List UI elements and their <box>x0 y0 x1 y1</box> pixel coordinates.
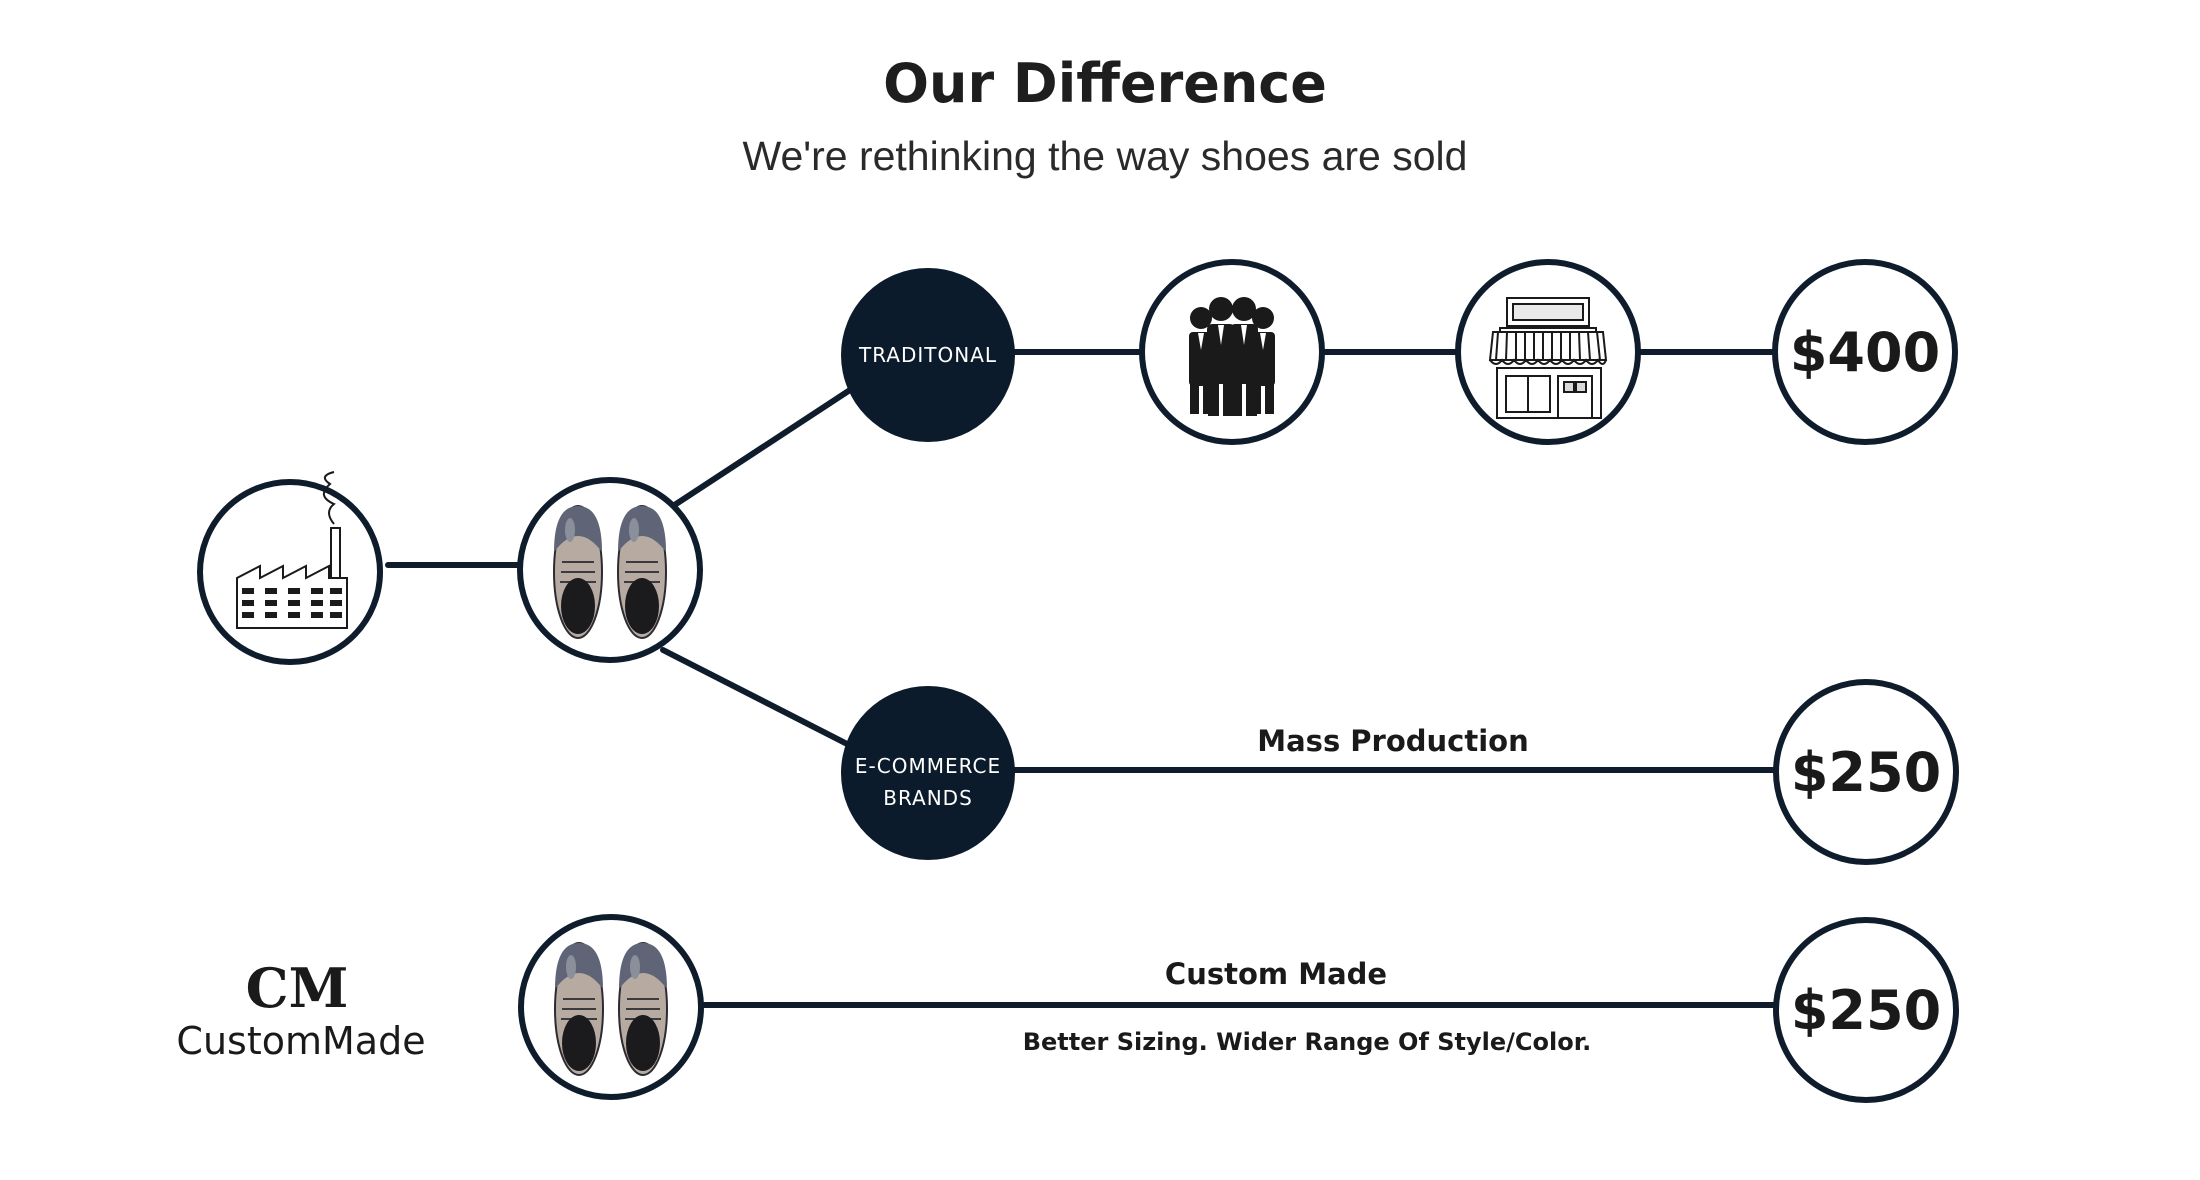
custom-price-node: $250 <box>1773 917 1959 1103</box>
custommade-logo: CM CustomMade <box>176 956 425 1063</box>
mass-production-label: Mass Production <box>1257 724 1529 758</box>
traditional-node: TRADITONAL <box>841 268 1015 442</box>
ecommerce-node: E-COMMERCE BRANDS <box>841 686 1015 860</box>
traditional-price-node: $400 <box>1772 259 1958 445</box>
ecommerce-label-line1: E-COMMERCE <box>855 754 1001 778</box>
line-shoes-to-ecommerce <box>660 647 856 750</box>
store-node <box>1455 259 1641 445</box>
ecommerce-label-line2: BRANDS <box>883 786 973 810</box>
shoes-node-custom <box>518 914 704 1100</box>
page-title: Our Difference <box>883 52 1327 115</box>
custom-made-label: Custom Made <box>1165 957 1387 991</box>
salespeople-icon <box>1189 297 1275 416</box>
brand-name: CustomMade <box>176 1019 425 1063</box>
brand-mark: CM <box>246 956 349 1020</box>
factory-icon <box>236 471 348 629</box>
factory-node <box>197 471 383 665</box>
ecommerce-price: $250 <box>1791 741 1941 804</box>
traditional-price: $400 <box>1790 321 1940 384</box>
custom-price: $250 <box>1791 979 1941 1042</box>
connector-lines <box>385 349 1777 1008</box>
custom-made-note: Better Sizing. Wider Range Of Style/Colo… <box>1023 1028 1592 1056</box>
salespeople-node <box>1139 259 1325 445</box>
ecommerce-price-node: $250 <box>1773 679 1959 865</box>
shoes-node-upper <box>517 477 703 663</box>
page-subtitle: We're rethinking the way shoes are sold <box>743 133 1468 179</box>
traditional-label: TRADITONAL <box>858 343 997 367</box>
storefront-icon <box>1488 297 1608 419</box>
line-shoes-to-traditional <box>670 385 856 509</box>
